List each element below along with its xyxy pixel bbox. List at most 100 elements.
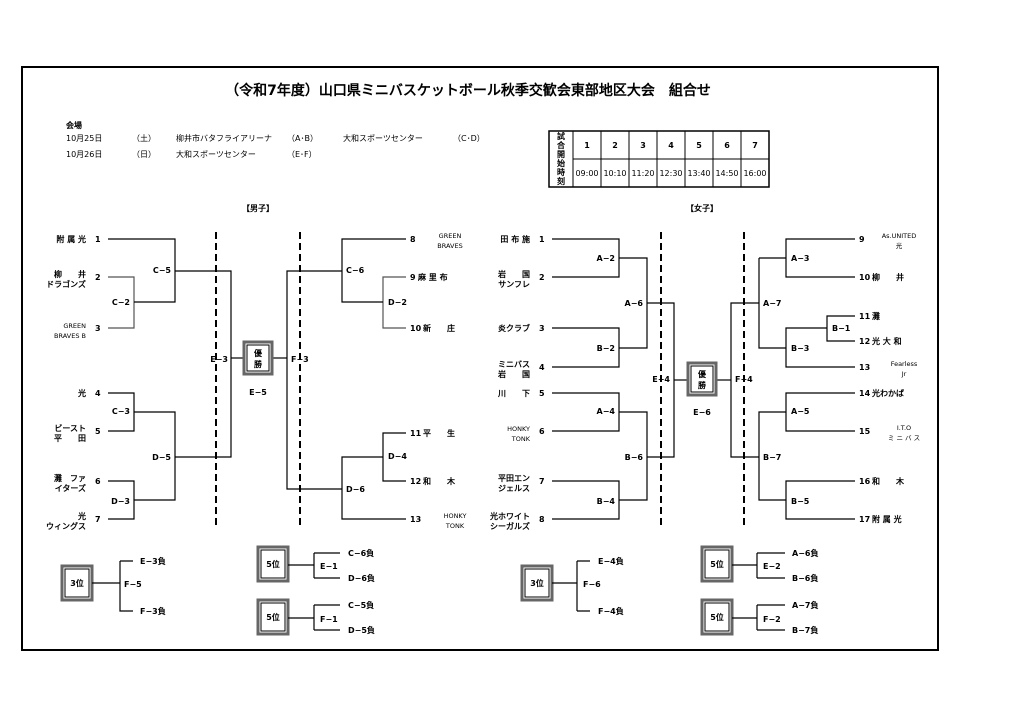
venue-courts: （E･F） xyxy=(287,150,317,159)
schedule-header-char: 開 xyxy=(557,150,565,159)
schedule-time: 13:40 xyxy=(687,169,710,178)
place-label: 3位 xyxy=(70,578,84,588)
game-label: A−4 xyxy=(597,407,616,416)
game-label: B−1 xyxy=(832,324,851,333)
loser-label: A−6負 xyxy=(792,548,818,558)
team-name: As.UNITED xyxy=(882,232,917,240)
game-label: D−6 xyxy=(346,485,365,494)
team-name: 川 下 xyxy=(497,389,530,398)
champion-label: 優 xyxy=(253,348,263,358)
team-seed: 12 xyxy=(859,337,870,346)
schedule-game-number: 1 xyxy=(584,141,590,150)
girls-label: 【女子】 xyxy=(686,203,718,213)
game-label: E−2 xyxy=(763,562,781,571)
bracket-line xyxy=(341,456,406,520)
team-seed: 1 xyxy=(539,235,545,244)
game-label: E−6 xyxy=(693,408,711,417)
place-label: 5位 xyxy=(710,612,724,622)
schedule-time: 12:30 xyxy=(659,169,682,178)
team-name: 平 田 xyxy=(54,434,86,443)
team-name: 和 木 xyxy=(423,476,456,486)
team-name: シーガルズ xyxy=(490,521,530,531)
bracket-line xyxy=(288,552,340,579)
team-name: 岩 国 xyxy=(497,369,530,379)
team-seed: 6 xyxy=(95,477,101,486)
game-label: E−3 xyxy=(210,355,228,364)
schedule-time: 10:10 xyxy=(603,169,626,178)
team-seed: 9 xyxy=(859,235,865,244)
place-box xyxy=(700,545,734,583)
venue-row: 10月26日 （日） 大和スポーツセンター （E･F） xyxy=(66,149,317,159)
team-name: 田 布 施 xyxy=(500,234,530,244)
bracket-line xyxy=(732,552,785,579)
team-name: 和 木 xyxy=(872,476,905,486)
bracket-line xyxy=(288,604,340,631)
team-seed: 5 xyxy=(95,427,101,436)
place-box-inner xyxy=(704,602,730,632)
game-label: D−2 xyxy=(388,298,407,307)
champion-label: 勝 xyxy=(254,359,263,369)
champion-box xyxy=(242,340,274,376)
team-name: 光 xyxy=(77,388,86,398)
bracket-line xyxy=(286,270,342,490)
champion-box-inner xyxy=(690,365,714,393)
game-label: F−5 xyxy=(124,580,142,589)
champion-box xyxy=(686,361,718,397)
venue-name: 柳井市バタフライアリーナ xyxy=(176,133,272,143)
venue-courts: （A･B） xyxy=(287,134,318,143)
team-name: TONK xyxy=(511,435,531,443)
champion-box-inner xyxy=(246,344,270,372)
team-seed: 2 xyxy=(539,273,545,282)
schedule-game-number: 7 xyxy=(752,141,758,150)
team-name: 平田エン xyxy=(498,474,530,483)
team-seed: 3 xyxy=(95,324,101,333)
venue-name: 大和スポーツセンター xyxy=(343,133,423,143)
game-label: B−2 xyxy=(597,344,615,353)
team-name: 平 生 xyxy=(423,428,455,438)
schedule-game-number: 5 xyxy=(696,141,702,150)
team-seed: 10 xyxy=(859,273,871,282)
team-name: TONK xyxy=(445,522,465,530)
game-label: F−6 xyxy=(583,580,601,589)
team-name: BRAVES B xyxy=(54,332,86,340)
team-seed: 13 xyxy=(859,363,870,372)
team-name: Jr xyxy=(901,370,907,378)
team-name: 灘 xyxy=(872,311,880,321)
place-label: 5位 xyxy=(266,612,280,622)
team-name: 柳 井 xyxy=(54,269,86,279)
page-frame xyxy=(21,66,939,651)
schedule-game-number: 4 xyxy=(668,141,674,150)
loser-label: F−3負 xyxy=(140,606,166,616)
team-seed: 3 xyxy=(539,324,545,333)
team-seed: 5 xyxy=(539,389,545,398)
game-label: D−5 xyxy=(152,453,171,462)
team-name: 光 大 和 xyxy=(871,336,902,346)
place-box-inner xyxy=(260,602,286,632)
place-box xyxy=(700,598,734,636)
schedule-header-char: 時 xyxy=(557,167,565,177)
game-label: D−3 xyxy=(111,497,130,506)
bracket-line xyxy=(134,411,176,501)
team-seed: 8 xyxy=(410,235,416,244)
team-name: ミ ニ バ ス xyxy=(888,434,920,442)
game-label: D−4 xyxy=(388,452,407,461)
place-box xyxy=(256,598,290,636)
team-name: ビースト xyxy=(54,423,86,433)
venue-row: 10月25日 （土） 柳井市バタフライアリーナ （A･B） 大和スポーツセンター… xyxy=(66,133,485,143)
boys-label: 【男子】 xyxy=(242,203,274,213)
team-name: 光 xyxy=(77,511,86,521)
team-seed: 4 xyxy=(539,363,545,372)
team-seed: 10 xyxy=(410,324,422,333)
team-name: GREEN xyxy=(63,322,86,330)
venue-courts: （C･D） xyxy=(453,134,485,143)
game-label: C−2 xyxy=(112,298,130,307)
team-seed: 6 xyxy=(539,427,545,436)
game-label: A−6 xyxy=(625,299,644,308)
schedule-header-char: 始 xyxy=(557,158,565,168)
game-label: E−5 xyxy=(249,388,267,397)
place-box-inner xyxy=(524,568,550,598)
game-label: F−1 xyxy=(320,615,338,624)
bracket-line xyxy=(119,560,133,612)
